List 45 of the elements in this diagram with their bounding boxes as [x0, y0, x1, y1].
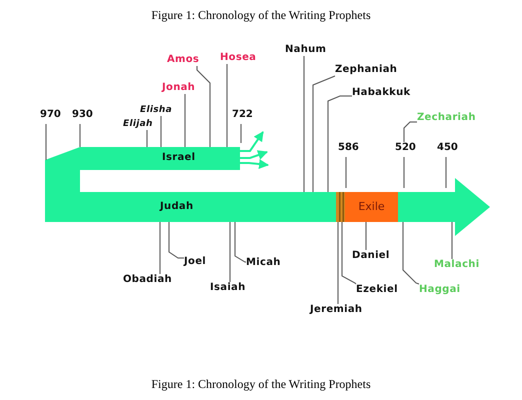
leader-line — [226, 64, 228, 148]
prophet-name: Joel — [184, 256, 206, 268]
year-label: 970 — [40, 109, 61, 121]
prophet-name: Amos — [167, 54, 200, 66]
prophet-name: Habakkuk — [352, 87, 410, 99]
leader-line — [312, 76, 336, 192]
leader-line — [146, 130, 148, 148]
arrow — [240, 159, 269, 170]
leader-line — [234, 222, 246, 262]
figure-caption: Figure 1: Chronology of the Writing Prophets — [150, 377, 372, 392]
year-label: 520 — [395, 142, 416, 154]
prophet-name: Haggai — [419, 284, 460, 296]
prophet-name: Hosea — [220, 52, 256, 64]
leader-line — [402, 222, 420, 284]
year-label: 586 — [338, 142, 359, 154]
prophet-name: Malachi — [434, 259, 480, 271]
leader-line — [168, 222, 184, 258]
leader-line — [342, 222, 356, 284]
prophet-name: Daniel — [352, 250, 390, 262]
prophet-name: Jonah — [162, 82, 196, 94]
figure-title: Figure 1: Chronology of the Writing Prophets — [150, 8, 372, 23]
prophet-name: Elisha — [140, 104, 172, 116]
exile-box — [345, 192, 398, 222]
prophet-name: Obadiah — [123, 274, 172, 286]
prophet-name: Jeremiah — [310, 304, 362, 316]
leader-line — [184, 94, 186, 148]
leader-line — [328, 96, 352, 192]
year-label: 930 — [72, 109, 93, 121]
arrow — [240, 150, 268, 160]
prophet-name: Nahum — [285, 44, 326, 56]
prophet-name: Ezekiel — [356, 284, 398, 296]
leader-line — [404, 122, 418, 142]
period-label: Exile — [357, 200, 386, 213]
prophet-name: Isaiah — [210, 282, 246, 294]
leader-line — [196, 66, 210, 148]
prophet-name: Elijah — [123, 118, 153, 130]
band-label: Judah — [160, 201, 194, 213]
arrow — [240, 131, 264, 152]
leader-line — [160, 116, 162, 148]
band-label: Israel — [162, 152, 196, 164]
prophet-name: Micah — [246, 257, 281, 269]
year-label: 450 — [437, 142, 458, 154]
year-label: 722 — [232, 109, 253, 121]
prophet-name: Zephaniah — [335, 64, 398, 76]
prophet-name: Zechariah — [417, 112, 476, 124]
